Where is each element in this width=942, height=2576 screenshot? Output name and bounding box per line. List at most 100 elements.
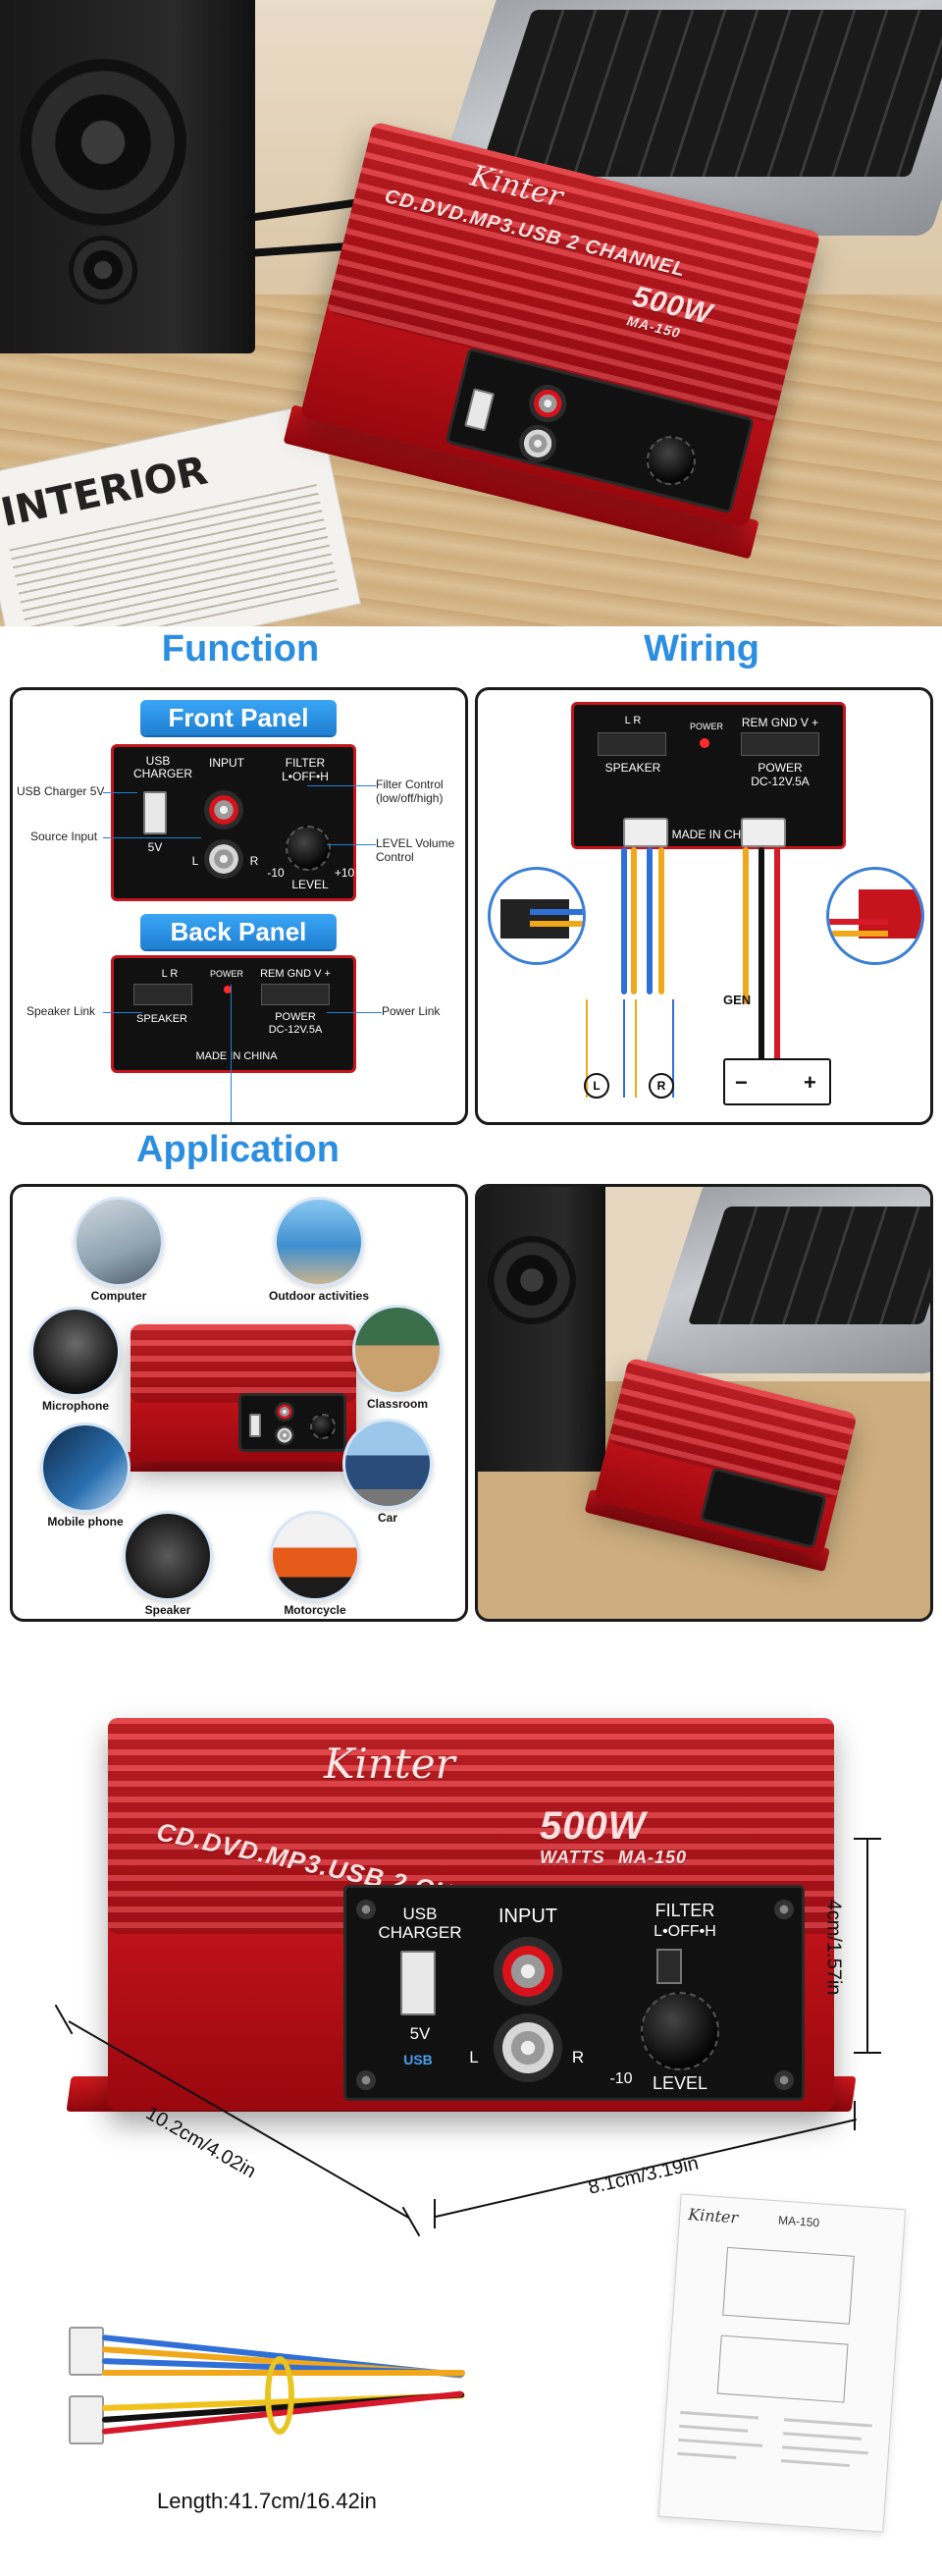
speaker-label: SPEAKER (604, 761, 661, 775)
speaker-wire-blue (621, 847, 627, 994)
usb-port (464, 388, 496, 432)
left-label: L (191, 854, 199, 868)
filter-label: FILTER (285, 756, 326, 770)
right-label: R (571, 2048, 585, 2066)
filter-switch (656, 1949, 682, 1984)
screw (356, 1900, 376, 1919)
callout-line (103, 792, 137, 793)
rca-right (204, 790, 243, 830)
speaker-cabinet (0, 0, 255, 353)
amp-body (131, 1324, 356, 1462)
function-panel: Front Panel USB CHARGER INPUT FILTER L•O… (10, 687, 468, 1125)
speaker-lr-label: L R (161, 968, 179, 980)
amp-model: MA-150 (618, 1848, 688, 1867)
screw (356, 2070, 376, 2090)
callout-power-link: Power Link (382, 1004, 441, 1018)
zoom-wire (530, 909, 583, 915)
input-label: INPUT (498, 1905, 557, 1927)
5v-label: 5V (147, 840, 163, 854)
manual-diagram (716, 2334, 849, 2403)
power-wire-red (774, 847, 780, 1063)
manual-text (780, 2459, 850, 2468)
speaker-label: SPEAKER (136, 1013, 187, 1025)
zoom-wire (829, 931, 888, 937)
power-spec: DC-12V.5A (751, 775, 810, 788)
application-photo (475, 1184, 933, 1622)
speaker-connector-plug (623, 818, 668, 847)
laptop-keyboard (687, 1207, 930, 1324)
harness-connector (69, 2327, 104, 2376)
back-panel-diagram: L R SPEAKER POWER REM GND V + POWER DC-1… (111, 955, 356, 1073)
left-label: L (469, 2048, 479, 2066)
front-panel-pill: Front Panel (140, 700, 337, 735)
made-in-label: MADE IN CHINA (195, 1050, 278, 1062)
application-label: Microphone (42, 1399, 109, 1413)
laptop-keyboard (478, 10, 942, 177)
speaker-wire-orange (631, 847, 637, 994)
manual-text (781, 2445, 868, 2455)
speaker-right-icon: R (649, 1073, 674, 1099)
speaker-wire-split (635, 999, 674, 1098)
wire-harness (69, 2297, 465, 2454)
power-plug-zoom (826, 867, 924, 965)
dimension-diagram: Kinter CD.DVD.MP3.USB 2 CHANNEL 500W WAT… (66, 1689, 857, 2219)
callout-line (327, 844, 376, 845)
amp-front-face (238, 1393, 346, 1452)
manual-text (680, 2410, 759, 2420)
callout-source-input: Source Input (30, 830, 98, 843)
zoom-wire (530, 921, 583, 927)
dimension-tick (854, 2101, 856, 2130)
outdoor-icon (274, 1197, 364, 1287)
dimension-tick (434, 2199, 436, 2228)
power-led-label: POWER (689, 722, 723, 731)
power-terminals-label: REM GND V + (741, 716, 819, 729)
rca-right (275, 1402, 294, 1422)
application-amp (125, 1324, 362, 1481)
battery-icon: − + (723, 1058, 831, 1105)
amp-front-face: USB CHARGER 5V USB INPUT L R FILTER L•OF… (343, 1885, 805, 2101)
height-dimension: 4cm/1.57in (822, 1899, 845, 1996)
callout-usb-charger: USB Charger 5V (17, 784, 105, 798)
application-panel: Computer Outdoor activities Microphone C… (10, 1184, 468, 1622)
usb-port (249, 1414, 261, 1437)
battery-minus: − (735, 1070, 748, 1095)
section-title-function: Function (161, 628, 320, 670)
power-wire-black (759, 847, 764, 1063)
level-min: -10 (267, 866, 285, 880)
speaker-lr-label: L R (624, 715, 642, 726)
manual-text (678, 2438, 763, 2447)
front-panel-diagram: USB CHARGER INPUT FILTER L•OFF•H 5V L R … (111, 744, 356, 901)
level-knob (310, 1414, 336, 1439)
speaker-woofer (488, 1236, 576, 1324)
cable-length: Length:41.7cm/16.42in (157, 2489, 377, 2513)
amplifier-photo (584, 1357, 858, 1576)
application-label: Outdoor activities (268, 1289, 370, 1303)
height-dimension-line (866, 1838, 868, 2054)
manual-model: MA-150 (777, 2213, 820, 2230)
power-connector-plug (741, 818, 786, 847)
usb-logo: USB (403, 2052, 433, 2067)
section-title-wiring: Wiring (644, 628, 759, 670)
level-label: LEVEL (652, 2073, 708, 2093)
power-terminal (741, 732, 819, 756)
application-label: Car (377, 1511, 397, 1525)
usb-charger-label: USB CHARGER (133, 754, 193, 781)
level-max: +10 (334, 866, 355, 880)
zoom-amp-detail (859, 889, 921, 939)
manual-text (783, 2418, 872, 2428)
usb-port (143, 791, 167, 834)
audio-cable (245, 197, 363, 223)
speaker-wire-orange (658, 847, 664, 994)
wiring-panel: L R SPEAKER POWER REM GND V + POWER DC-1… (475, 687, 933, 1125)
application-label: Classroom (366, 1397, 429, 1411)
section-title-application: Application (136, 1129, 340, 1170)
made-in-label: MADE IN CHINA (671, 828, 761, 841)
power-terminal (261, 984, 330, 1005)
manual-diagram (722, 2246, 855, 2325)
speaker-icon (123, 1511, 213, 1601)
speaker-terminal (598, 732, 666, 756)
cable-tie (265, 2356, 294, 2435)
power-title: POWER (275, 1011, 316, 1023)
rca-left (204, 839, 243, 879)
screw (774, 2070, 794, 2090)
